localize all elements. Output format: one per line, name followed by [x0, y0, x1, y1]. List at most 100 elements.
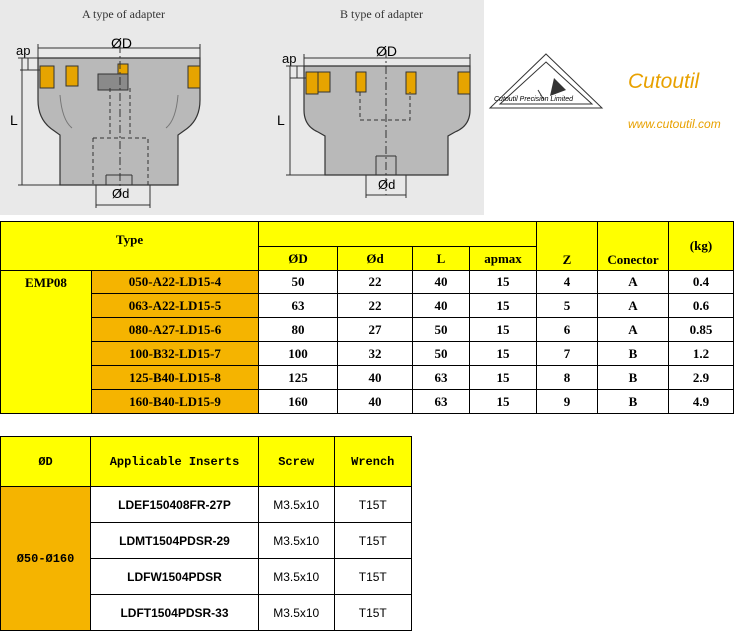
- header-od: ØD: [258, 246, 338, 271]
- conector-cell: A: [597, 270, 669, 294]
- table-row: 100-B32-LD15-7 100 32 50 15 7 B 1.2: [1, 341, 734, 366]
- d-cell: 40: [337, 389, 413, 414]
- code-cell: 160-B40-LD15-9: [91, 389, 259, 414]
- l-cell: 63: [412, 365, 470, 390]
- screw-cell: M3.5x10: [257, 558, 335, 595]
- d-cell: 32: [337, 341, 413, 366]
- logo-emblem-icon: [488, 53, 604, 109]
- z-cell: 9: [536, 389, 598, 414]
- dimensions-header-band: [258, 221, 537, 247]
- kg-cell: 0.4: [668, 270, 734, 294]
- screw-cell: M3.5x10: [257, 522, 335, 559]
- a-l-label: L: [10, 112, 18, 128]
- code-cell: 125-B40-LD15-8: [91, 365, 259, 390]
- a-ap-label: ap: [16, 43, 31, 58]
- kg-cell: 1.2: [668, 341, 734, 366]
- header-l: L: [412, 246, 470, 271]
- insert-cell: LDFW1504PDSR: [90, 558, 259, 595]
- b-d-label: Ød: [378, 177, 396, 192]
- b-type-drawing: [286, 50, 471, 198]
- kg-cell: 0.85: [668, 317, 734, 342]
- od-cell: 125: [258, 365, 338, 390]
- brand-name: Cutoutil: [628, 70, 700, 93]
- z-cell: 5: [536, 293, 598, 318]
- wrench-cell: T15T: [333, 486, 412, 523]
- insert-cell: LDEF150408FR-27P: [90, 486, 259, 523]
- table-row: Ø50-Ø160 LDEF150408FR-27P M3.5x10 T15T: [0, 486, 412, 631]
- inserts-header-inserts: Applicable Inserts: [90, 436, 259, 487]
- inserts-table: ØD Applicable Inserts Screw Wrench Ø50-Ø…: [0, 436, 412, 631]
- specs-table: Type Z Conector (kg) ØD Ød L apmax EMP08…: [0, 221, 734, 414]
- wrench-cell: T15T: [333, 522, 412, 559]
- conector-cell: A: [597, 293, 669, 318]
- table-row: LDFW1504PDSR M3.5x10 T15T: [1, 558, 412, 595]
- inserts-header-wrench: Wrench: [333, 436, 412, 487]
- a-od-label: ØD: [111, 35, 132, 51]
- od-cell: 100: [258, 341, 338, 366]
- brand-url[interactable]: www.cutoutil.com: [628, 117, 721, 131]
- b-l-label: L: [277, 112, 285, 128]
- header-z: Z: [536, 221, 598, 271]
- l-cell: 50: [412, 317, 470, 342]
- ap-cell: 15: [469, 270, 537, 294]
- l-cell: 63: [412, 389, 470, 414]
- z-cell: 6: [536, 317, 598, 342]
- kg-cell: 4.9: [668, 389, 734, 414]
- ap-cell: 15: [469, 389, 537, 414]
- screw-cell: M3.5x10: [257, 486, 335, 523]
- table-row: LDFT1504PDSR-33 M3.5x10 T15T: [1, 594, 412, 631]
- table-row: 125-B40-LD15-8 125 40 63 15 8 B 2.9: [1, 365, 734, 390]
- header-kg: (kg): [668, 221, 734, 271]
- table-row: 080-A27-LD15-6 80 27 50 15 6 A 0.85: [1, 317, 734, 342]
- kg-cell: 0.6: [668, 293, 734, 318]
- header-d: Ød: [337, 246, 413, 271]
- a-d-label: Ød: [112, 186, 130, 201]
- a-type-drawing: [18, 44, 201, 208]
- d-cell: 27: [337, 317, 413, 342]
- ap-cell: 15: [469, 365, 537, 390]
- code-cell: 050-A22-LD15-4: [91, 270, 259, 294]
- adapter-drawings: A type of adapter B type of adapter: [0, 0, 484, 215]
- logo-caption: Cutoutil Precision Limited: [494, 96, 573, 103]
- a-type-title: A type of adapter: [82, 7, 165, 21]
- header-apmax: apmax: [469, 246, 537, 271]
- screw-cell: M3.5x10: [257, 594, 335, 631]
- code-cell: 063-A22-LD15-5: [91, 293, 259, 318]
- series-cell: EMP08: [0, 270, 92, 414]
- conector-cell: B: [597, 341, 669, 366]
- kg-cell: 2.9: [668, 365, 734, 390]
- d-cell: 22: [337, 293, 413, 318]
- inserts-header-od: ØD: [0, 436, 92, 487]
- d-cell: 40: [337, 365, 413, 390]
- ap-cell: 15: [469, 293, 537, 318]
- table-row: LDMT1504PDSR-29 M3.5x10 T15T: [1, 522, 412, 559]
- ap-cell: 15: [469, 317, 537, 342]
- l-cell: 40: [412, 270, 470, 294]
- table-row: EMP08 050-A22-LD15-4 50 22 40 15 4 A 0.4: [0, 270, 734, 414]
- insert-cell: LDFT1504PDSR-33: [90, 594, 259, 631]
- inserts-header-screw: Screw: [257, 436, 335, 487]
- l-cell: 40: [412, 293, 470, 318]
- od-cell: 160: [258, 389, 338, 414]
- table-row: 160-B40-LD15-9 160 40 63 15 9 B 4.9: [1, 389, 734, 414]
- d-cell: 22: [337, 270, 413, 294]
- conector-cell: A: [597, 317, 669, 342]
- adapter-diagram: [18, 44, 471, 208]
- b-type-title: B type of adapter: [340, 7, 423, 21]
- code-cell: 080-A27-LD15-6: [91, 317, 259, 342]
- b-od-label: ØD: [376, 43, 397, 59]
- z-cell: 8: [536, 365, 598, 390]
- wrench-cell: T15T: [333, 594, 412, 631]
- company-logo: Cutoutil Precision Limited: [486, 50, 608, 130]
- b-ap-label: ap: [282, 51, 297, 66]
- wrench-cell: T15T: [333, 558, 412, 595]
- code-cell: 100-B32-LD15-7: [91, 341, 259, 366]
- ap-cell: 15: [469, 341, 537, 366]
- l-cell: 50: [412, 341, 470, 366]
- conector-cell: B: [597, 389, 669, 414]
- table-row: 063-A22-LD15-5 63 22 40 15 5 A 0.6: [1, 293, 734, 318]
- z-cell: 4: [536, 270, 598, 294]
- header-conector: Conector: [597, 221, 669, 271]
- conector-cell: B: [597, 365, 669, 390]
- od-cell: 50: [258, 270, 338, 294]
